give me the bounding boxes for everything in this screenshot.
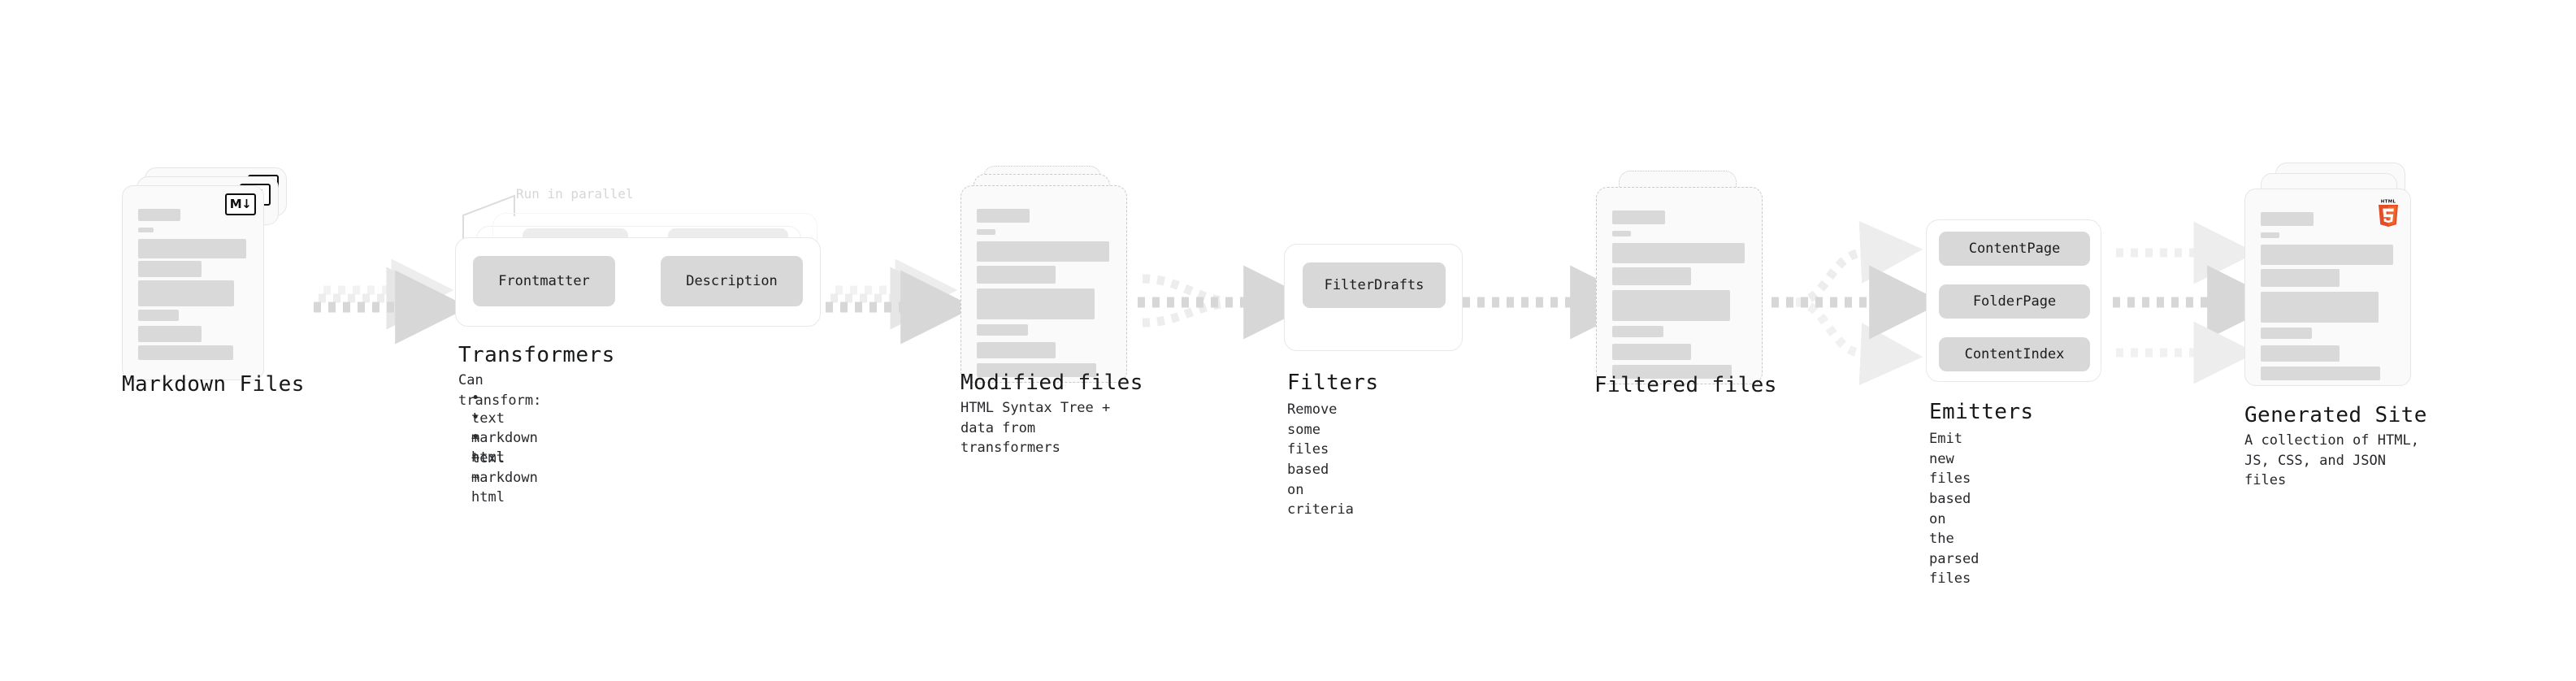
doc-line [138, 326, 202, 342]
transform-bullet-2: • html → html [471, 429, 505, 505]
doc-line [2261, 269, 2340, 287]
doc-line [138, 261, 202, 277]
doc-line [138, 310, 179, 321]
transformer-layer-front: Frontmatter Description [455, 237, 821, 327]
doc-line [138, 209, 180, 221]
doc-line [2261, 292, 2379, 323]
doc-line [977, 288, 1095, 319]
doc-line [977, 209, 1030, 223]
filtered-file-content [1597, 188, 1762, 384]
stage-filtered-files: Filtered files [1594, 171, 1776, 414]
filters-box: FilterDrafts [1284, 244, 1463, 351]
transform-bullet-0: • text → text [471, 390, 505, 466]
doc-line [977, 363, 1096, 377]
modified-file-stack [961, 166, 1139, 410]
markdown-file-stack: M↓ M↓ M↓ [122, 167, 301, 411]
generated-site-content: HTML [2245, 189, 2410, 385]
stage-markdown-files: M↓ M↓ M↓ Markdown Files [122, 167, 304, 411]
transform-bullet-1: • markdown → markdown [471, 410, 538, 486]
doc-line [1612, 290, 1730, 321]
emitter-node-folderpage[interactable]: FolderPage [1939, 284, 2090, 319]
doc-line [138, 345, 233, 360]
html5-icon-label: HTML [2381, 200, 2396, 205]
stage-caption-filters: Remove some files based on criteria [1287, 401, 1354, 518]
filtered-file-stack [1594, 171, 1773, 414]
doc-line [977, 266, 1056, 284]
stage-title-modified-files: Modified files [961, 371, 1143, 395]
emitter-node-contentindex[interactable]: ContentIndex [1939, 337, 2090, 371]
arrow-modified-to-filters [1138, 265, 1318, 340]
modified-file-front [961, 185, 1127, 383]
doc-line [138, 280, 234, 306]
doc-line [1612, 210, 1665, 224]
stage-modified-files: Modified files HTML Syntax Tree + data f… [961, 166, 1143, 456]
doc-line [2261, 327, 2312, 339]
doc-line [2261, 212, 2314, 226]
emitters-box: ContentPage FolderPage ContentIndex [1926, 219, 2101, 382]
arrow-transformers-to-modified [826, 258, 975, 345]
doc-line [1612, 231, 1631, 236]
modified-file-content [961, 186, 1126, 382]
stage-caption-generated-site: A collection of HTML, JS, CSS, and JSON … [2244, 432, 2419, 489]
stage-caption-transformers: Can transform: [458, 372, 542, 409]
filter-node-filterdrafts[interactable]: FilterDrafts [1303, 262, 1446, 308]
doc-line [2261, 345, 2340, 362]
markdown-icon-label: M↓ [229, 197, 252, 211]
stage-caption-modified-files: HTML Syntax Tree + data from transformer… [961, 400, 1111, 457]
doc-line [977, 342, 1056, 358]
stage-title-filters: Filters [1287, 371, 1379, 395]
site-file-html: HTML [2244, 189, 2411, 386]
filtered-file-front [1596, 187, 1763, 384]
stage-title-markdown-files: Markdown Files [122, 372, 305, 397]
doc-line [2261, 367, 2380, 380]
run-in-parallel-label: Run in parallel [516, 186, 634, 202]
doc-line [1612, 243, 1745, 263]
stage-title-emitters: Emitters [1929, 400, 2034, 424]
stage-caption-emitters: Emit new files based on the parsed files [1929, 431, 1980, 588]
markdown-file-front: M↓ [122, 185, 264, 380]
transformer-node-description[interactable]: Description [661, 256, 803, 306]
doc-line [138, 239, 246, 258]
doc-line [2261, 232, 2279, 238]
html5-icon: HTML [2376, 197, 2400, 227]
stage-title-transformers: Transformers [458, 343, 615, 367]
doc-line [1612, 267, 1691, 285]
markdown-file-content: M↓ [123, 186, 263, 380]
generated-site-stack: CSS HTML [2244, 163, 2423, 406]
doc-line [977, 241, 1109, 262]
doc-line [1612, 365, 1732, 379]
doc-line [977, 229, 995, 235]
arrow-filtered-to-emitters [1772, 220, 1944, 386]
arrow-markdown-to-transformers [314, 258, 470, 345]
doc-line [1612, 344, 1691, 360]
markdown-icon: M↓ [225, 193, 256, 215]
doc-line [1612, 326, 1663, 337]
transformer-node-frontmatter[interactable]: Frontmatter [473, 256, 615, 306]
stage-title-filtered-files: Filtered files [1594, 373, 1777, 397]
doc-line [977, 324, 1028, 336]
emitter-node-contentpage[interactable]: ContentPage [1939, 232, 2090, 266]
doc-line [138, 228, 154, 232]
stage-generated-site: CSS HTML [2244, 163, 2426, 488]
arrow-emitters-to-site [2113, 221, 2282, 384]
stage-title-generated-site: Generated Site [2244, 403, 2427, 427]
doc-line [2261, 245, 2393, 265]
